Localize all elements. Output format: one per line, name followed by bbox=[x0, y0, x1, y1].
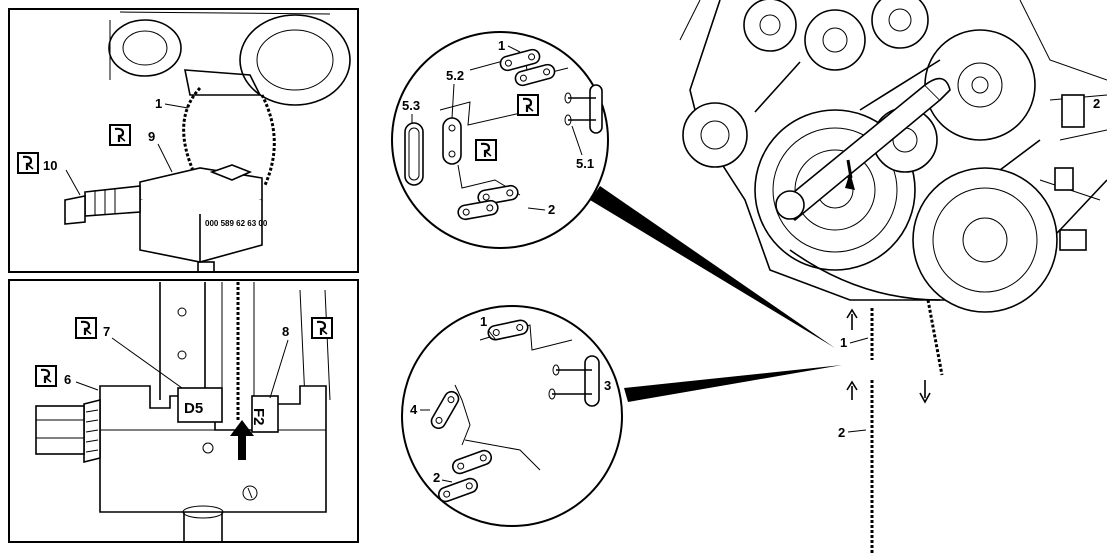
tool-part-number: 000 589 62 63 00 bbox=[205, 219, 268, 228]
callout-9: 9 bbox=[148, 129, 155, 144]
engine-callout-1: 1 bbox=[840, 335, 847, 350]
callout-10: 10 bbox=[43, 158, 57, 173]
engine-callout-2-right: 2 bbox=[1093, 96, 1100, 111]
callout-bottom-1: 1 bbox=[480, 314, 487, 329]
callout-bottom-2: 2 bbox=[433, 470, 440, 485]
panel-top-left: 000 589 62 63 00 1 9 10 bbox=[8, 8, 359, 273]
push-arrow bbox=[230, 420, 254, 460]
special-tool-icon bbox=[34, 364, 58, 388]
die-label-f2: F2 bbox=[250, 408, 267, 426]
callout-5-2: 5.2 bbox=[446, 68, 464, 83]
detail-circle-top: 1 5.2 5.3 5.1 2 bbox=[391, 31, 609, 249]
panel-bottom-left: D5 F2 7 8 6 bbox=[8, 279, 359, 543]
special-tool-icon bbox=[16, 151, 40, 175]
callout-5-1: 5.1 bbox=[576, 156, 594, 171]
callout-7: 7 bbox=[103, 324, 110, 339]
special-tool-icon bbox=[108, 123, 132, 147]
callout-6: 6 bbox=[64, 372, 71, 387]
detail-leaders bbox=[590, 186, 842, 402]
callout-top-2: 2 bbox=[548, 202, 555, 217]
special-tool-icon bbox=[74, 316, 98, 340]
special-tool-icon bbox=[516, 93, 540, 117]
engine-callout-2: 2 bbox=[838, 425, 845, 440]
engine-view: 1 2 2 bbox=[679, 0, 1107, 553]
callout-4: 4 bbox=[410, 402, 418, 417]
special-tool-icon bbox=[310, 316, 334, 340]
callout-1: 1 bbox=[155, 96, 162, 111]
callout-5-3: 5.3 bbox=[402, 98, 420, 113]
callout-8: 8 bbox=[282, 324, 289, 339]
callout-3: 3 bbox=[604, 378, 611, 393]
die-label-d5: D5 bbox=[184, 400, 203, 417]
special-tool-icon bbox=[474, 138, 498, 162]
detail-circle-bottom: 1 3 4 2 bbox=[401, 305, 623, 527]
callout-top-1: 1 bbox=[498, 38, 505, 53]
